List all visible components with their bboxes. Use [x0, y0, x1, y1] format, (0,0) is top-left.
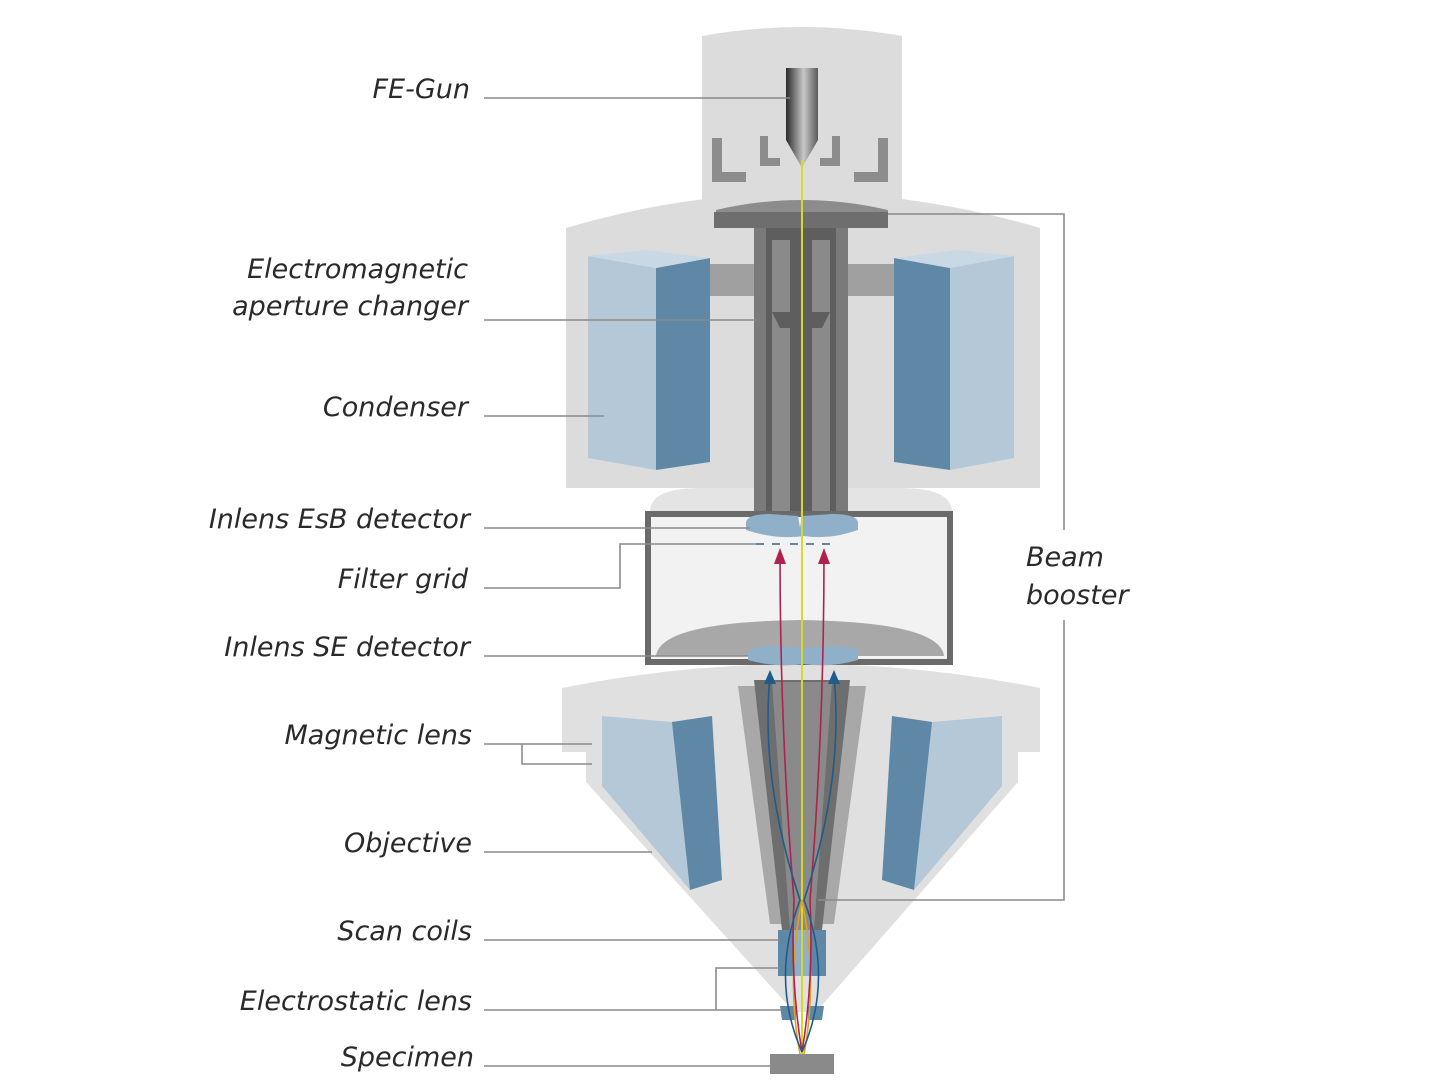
- label-magnetic-lens: Magnetic lens: [284, 720, 472, 751]
- label-inlens-se: Inlens SE detector: [224, 632, 472, 663]
- secondary-arrow-left: [764, 670, 776, 684]
- backscatter-arrow-right: [818, 548, 830, 564]
- inlens-se-dome: [656, 620, 944, 656]
- label-objective: Objective: [344, 828, 472, 859]
- leader-electrostatic-lens: [484, 967, 782, 1011]
- electrostatic-lens: [780, 1006, 824, 1020]
- beam-arrowheads: [764, 548, 840, 684]
- backscatter-arrow-left: [774, 548, 786, 564]
- specimen: [770, 1054, 834, 1074]
- label-fe-gun: FE-Gun: [373, 74, 470, 105]
- backscatter-ray-right: [801, 553, 825, 1053]
- diagram-labels: FE-Gun Electromagnetic aperture changer …: [209, 74, 1131, 1073]
- secondary-ray-right: [801, 675, 837, 1053]
- secondary-arrow-right: [828, 670, 840, 684]
- aperture-arm-left: [706, 264, 758, 296]
- label-aperture-changer-line2: aperture changer: [232, 291, 470, 322]
- leader-lines: [484, 97, 1065, 1067]
- backscatter-ray-left: [779, 553, 803, 1053]
- label-specimen: Specimen: [341, 1042, 474, 1073]
- label-condenser: Condenser: [323, 392, 470, 423]
- label-filter-grid: Filter grid: [338, 564, 469, 595]
- electron-beams: [767, 160, 837, 1055]
- condenser-coil-right: [894, 250, 1014, 470]
- aperture-arm-right: [846, 264, 894, 296]
- secondary-ray-left: [767, 675, 803, 1053]
- fe-gun-tip: [786, 68, 818, 168]
- gun-electrodes: [712, 136, 888, 182]
- magnetic-lens-right: [882, 716, 1002, 890]
- label-beam-booster-line1: Beam: [1026, 542, 1104, 573]
- condenser-coil-left: [588, 250, 710, 470]
- label-scan-coils: Scan coils: [337, 916, 472, 947]
- label-beam-booster-line2: booster: [1026, 580, 1130, 611]
- label-aperture-changer-line1: Electromagnetic: [247, 254, 468, 285]
- leader-filter-grid: [484, 543, 756, 589]
- label-electrostatic-lens: Electrostatic lens: [240, 986, 472, 1017]
- leader-beam-booster: [818, 213, 1065, 901]
- leader-magnetic-lens: [484, 743, 592, 765]
- label-inlens-esb: Inlens EsB detector: [209, 504, 472, 535]
- magnetic-lens-left: [602, 716, 722, 890]
